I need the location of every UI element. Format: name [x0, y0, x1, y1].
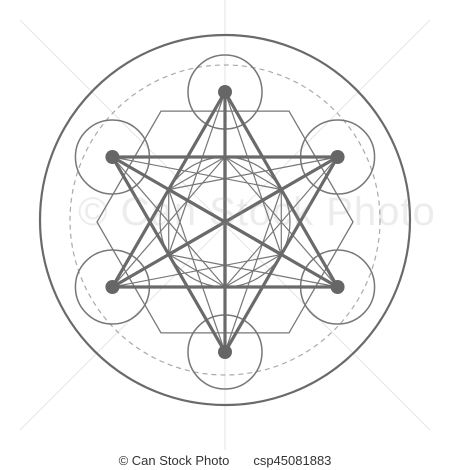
copyright-text: © Can Stock Photo: [118, 452, 230, 468]
node-dot-4: [218, 345, 232, 359]
metatrons-cube-illustration: [19, 0, 431, 450]
footer-bar: © Can Stock Photo csp45081883: [0, 450, 450, 470]
node-dot-1: [218, 85, 232, 99]
node-dot-6: [105, 150, 120, 164]
outer-circle: [38, 33, 412, 407]
node-dot-3: [330, 280, 345, 294]
node-dot-5: [105, 280, 120, 294]
star-strut: [110, 155, 283, 257]
cube-edge: [224, 156, 339, 288]
cube-edge: [168, 156, 338, 191]
cube-edge: [112, 156, 282, 191]
star-strut: [110, 187, 283, 289]
cube-edge: [112, 253, 282, 288]
outer-hexagon: [96, 110, 354, 334]
node-dot-2: [330, 150, 345, 164]
cube-edge: [224, 189, 282, 353]
cube-edge: [111, 156, 226, 288]
image-id-text: csp45081883: [253, 452, 332, 468]
dashed-circle: [69, 64, 381, 376]
